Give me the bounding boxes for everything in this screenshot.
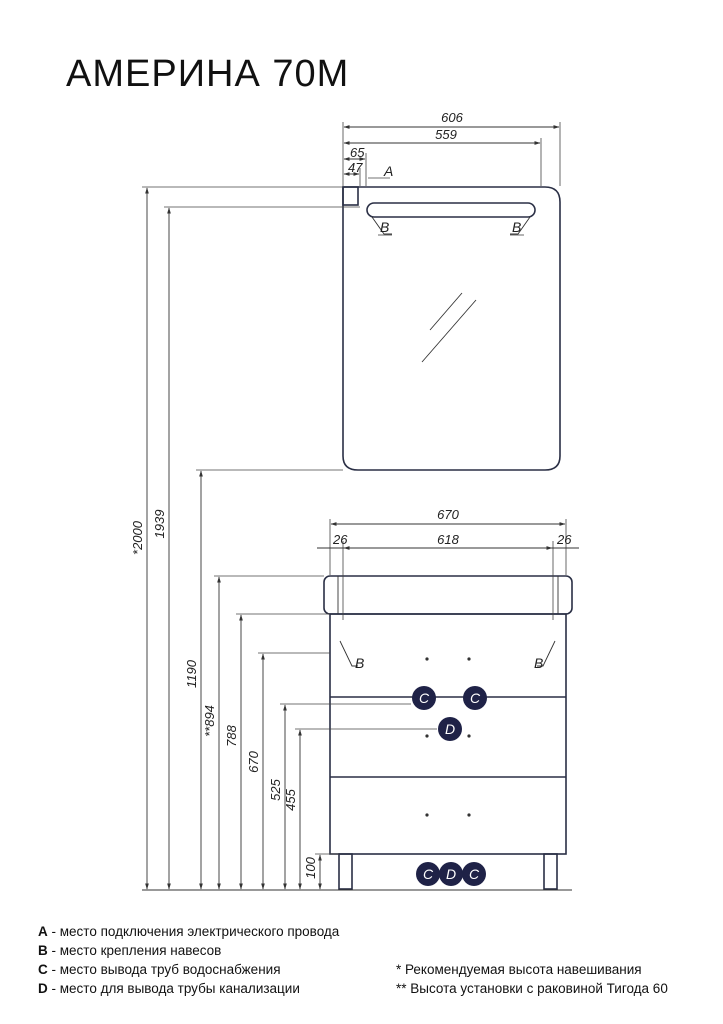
dim-height-100: 100: [303, 856, 318, 878]
mirror-glare-2: [421, 299, 477, 363]
notes: * Рекомендуемая высота навешивания ** Вы…: [396, 960, 668, 998]
dim-height-525: 525: [268, 778, 283, 800]
dim-height-894: **894: [202, 705, 217, 737]
marker-c-2: [463, 686, 487, 710]
dim-height-455: 455: [283, 788, 298, 810]
dim-height-670: 670: [246, 750, 261, 772]
dim-cabinet-618: 618: [437, 532, 459, 547]
dim-height-1939: 1939: [152, 510, 167, 539]
dim-mirror-65: 65: [350, 145, 365, 160]
height-dimensions: *2000 1939 1190 **894 788 670 525 455 10…: [130, 186, 437, 890]
mirror: A B B: [342, 163, 561, 471]
leg-left: [338, 853, 353, 890]
marker-d-bottom: [439, 862, 463, 886]
svg-text:C: C: [469, 866, 480, 882]
legend-a: A - место подключения электрического про…: [38, 924, 340, 939]
dim-height-788: 788: [224, 724, 239, 746]
mark-a: A: [383, 163, 393, 179]
legend-b: B - место крепления навесов: [38, 943, 222, 958]
legend: A - место подключения электрического про…: [38, 922, 339, 998]
dim-height-1190: 1190: [184, 659, 199, 688]
mirror-light-bar: [366, 202, 536, 218]
legend-c: C - место вывода труб водоснабжения: [38, 962, 281, 977]
mirror-outline: [342, 186, 561, 471]
mirror-mount-b-left: [371, 216, 392, 235]
dim-cabinet-26-right: 26: [556, 532, 572, 547]
dim-cabinet-670: 670: [437, 507, 459, 522]
dim-mirror-606: 606: [441, 110, 463, 125]
svg-text:C: C: [470, 690, 481, 706]
svg-text:D: D: [445, 721, 455, 737]
cabinet-dimensions: 670 618 26 26: [317, 507, 579, 620]
marker-c-bottom-1: [416, 862, 440, 886]
vanity-cabinet: B B C C D C D C: [142, 575, 573, 891]
cabinet-mount-b-left: [339, 640, 358, 667]
mirror-dimensions: 606 559 65 47: [342, 110, 561, 186]
dim-cabinet-26-left: 26: [332, 532, 348, 547]
cabinet-body: [329, 613, 567, 855]
legend-d: D - место для вывода трубы канализации: [38, 981, 300, 996]
leg-right: [543, 853, 558, 890]
svg-text:D: D: [446, 866, 456, 882]
drawing-title: АМЕРИНА 70М: [66, 53, 349, 95]
mirror-connection-box: [342, 186, 359, 206]
marker-c-1: [412, 686, 436, 710]
note-recommended-height: * Рекомендуемая высота навешивания: [396, 962, 642, 977]
countertop: [323, 575, 573, 615]
mark-b-cabinet-left: B: [355, 655, 364, 671]
dim-mirror-47: 47: [348, 160, 363, 175]
mirror-glare-1: [429, 292, 463, 331]
mirror-mount-b-right: [510, 216, 531, 235]
mark-b-cabinet-right: B: [534, 655, 543, 671]
marker-c-bottom-2: [462, 862, 486, 886]
note-install-height: ** Высота установки с раковиной Тигода 6…: [396, 981, 668, 996]
mark-b-mirror-left: B: [380, 219, 389, 235]
dim-mirror-559: 559: [435, 127, 457, 142]
cabinet-mount-b-right: [537, 640, 556, 667]
dim-height-2000: *2000: [130, 520, 145, 555]
svg-text:C: C: [423, 866, 434, 882]
svg-text:C: C: [419, 690, 430, 706]
mark-b-mirror-right: B: [512, 219, 521, 235]
marker-d: [438, 717, 462, 741]
